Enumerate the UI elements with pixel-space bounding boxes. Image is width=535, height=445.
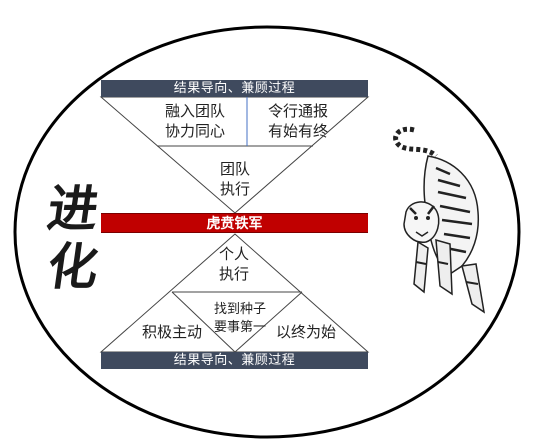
side-title-char-1: 进 [43, 179, 103, 238]
upper-funnel [99, 96, 370, 214]
top-bar: 结果导向、兼顾过程 [101, 80, 368, 97]
side-title: 进 化 [38, 179, 108, 296]
bottom-right-cell: 以终为始 [275, 323, 336, 341]
side-title-char-2: 化 [43, 237, 103, 296]
center-band: 虎贲铁军 [101, 213, 368, 233]
tiger-icon [393, 126, 486, 314]
lower-left-diagonal [171, 291, 236, 353]
lower-right-diagonal [234, 291, 303, 353]
personal-execution-label: 个人 执行 [218, 245, 249, 283]
bottom-bar: 结果导向、兼顾过程 [101, 352, 368, 369]
top-left-cell: 融入团队 协力同心 [164, 102, 225, 140]
bottom-middle-cell: 找到种子 要事第一 [213, 302, 266, 335]
team-execution-label: 团队 执行 [219, 160, 250, 198]
outer-oval [13, 25, 521, 439]
bottom-left-cell: 积极主动 [141, 323, 202, 341]
top-right-cell: 令行通报 有始有终 [267, 102, 328, 140]
